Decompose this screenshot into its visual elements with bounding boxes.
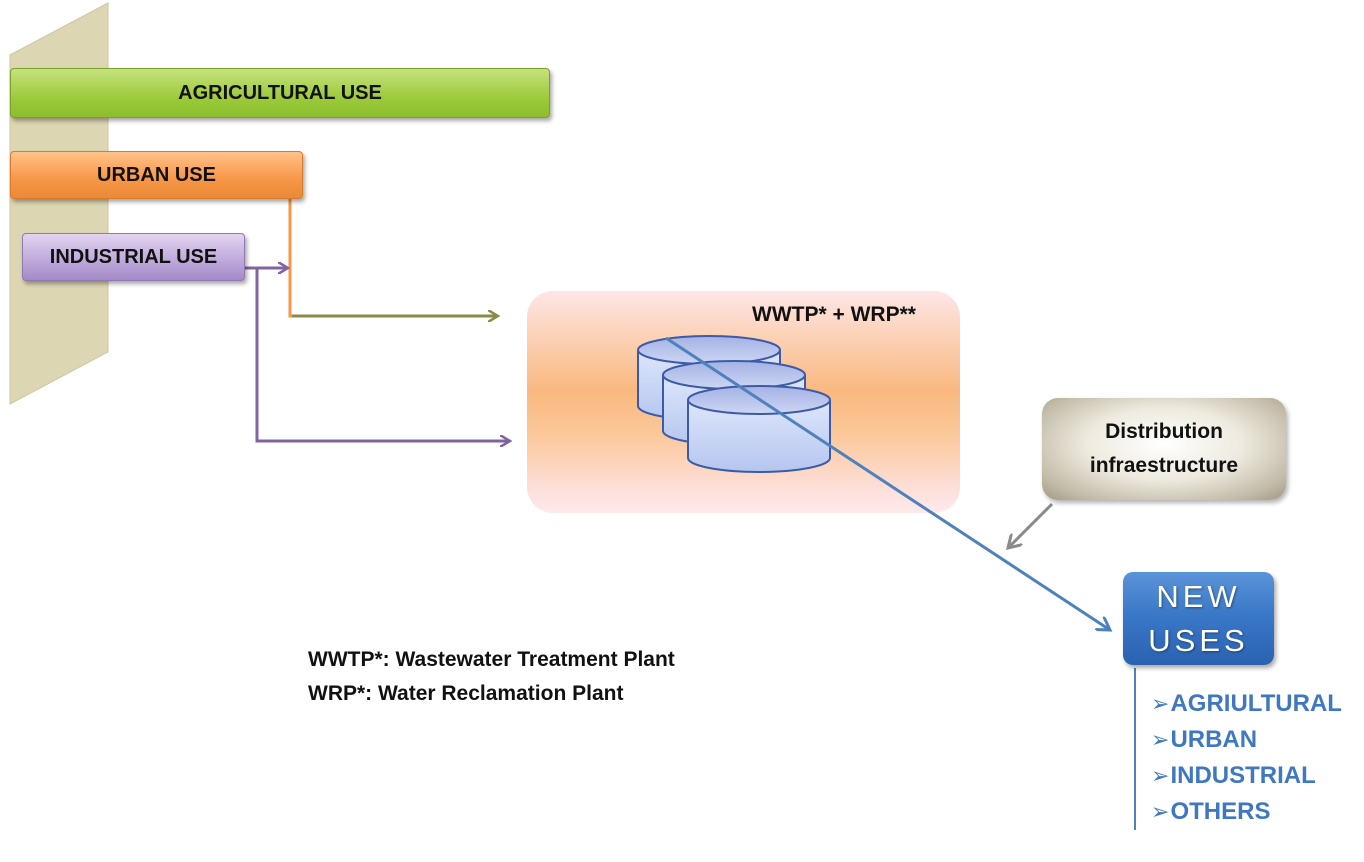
industrial-flow-arrow [255,268,510,441]
new-uses-list: ➢AGRIULTURAL ➢URBAN ➢INDUSTRIAL ➢OTHERS [1151,686,1342,830]
urban-use-label: URBAN USE [97,163,216,186]
distribution-infrastructure-box: Distribution infraestructure [1042,398,1286,500]
agricultural-use-label: AGRICULTURAL USE [178,81,382,104]
tank-3 [687,385,831,473]
new-uses-title: NEW USES [1148,578,1249,658]
arrow-bullet-icon: ➢ [1151,799,1170,824]
new-uses-box: NEW USES [1123,572,1274,665]
industrial-use-bar: INDUSTRIAL USE [22,233,245,281]
legend-line-wwtp: WWTP*: Wastewater Treatment Plant [308,648,675,671]
new-use-item: ➢URBAN [1151,726,1258,753]
industrial-use-label: INDUSTRIAL USE [49,245,218,268]
legend-line-wrp: WRP*: Water Reclamation Plant [308,682,624,705]
reclaimed-water-outflow-arrow [665,336,1110,630]
new-use-item: ➢AGRIULTURAL [1151,690,1342,717]
new-use-item: ➢OTHERS [1151,798,1271,825]
distribution-infrastructure-label: Distribution infraestructure [1089,420,1239,477]
arrow-bullet-icon: ➢ [1151,727,1170,752]
abbreviation-legend: WWTP*: Wastewater Treatment Plant WRP*: … [308,643,675,711]
agricultural-use-bar: AGRICULTURAL USE [10,68,550,118]
urban-use-bar: URBAN USE [10,151,303,199]
new-use-item: ➢INDUSTRIAL [1151,762,1316,789]
distribution-pointer-arrow [1008,502,1054,548]
arrow-bullet-icon: ➢ [1151,763,1170,788]
arrow-bullet-icon: ➢ [1151,691,1170,716]
treatment-plant-title: WWTP* + WRP** [752,303,916,326]
